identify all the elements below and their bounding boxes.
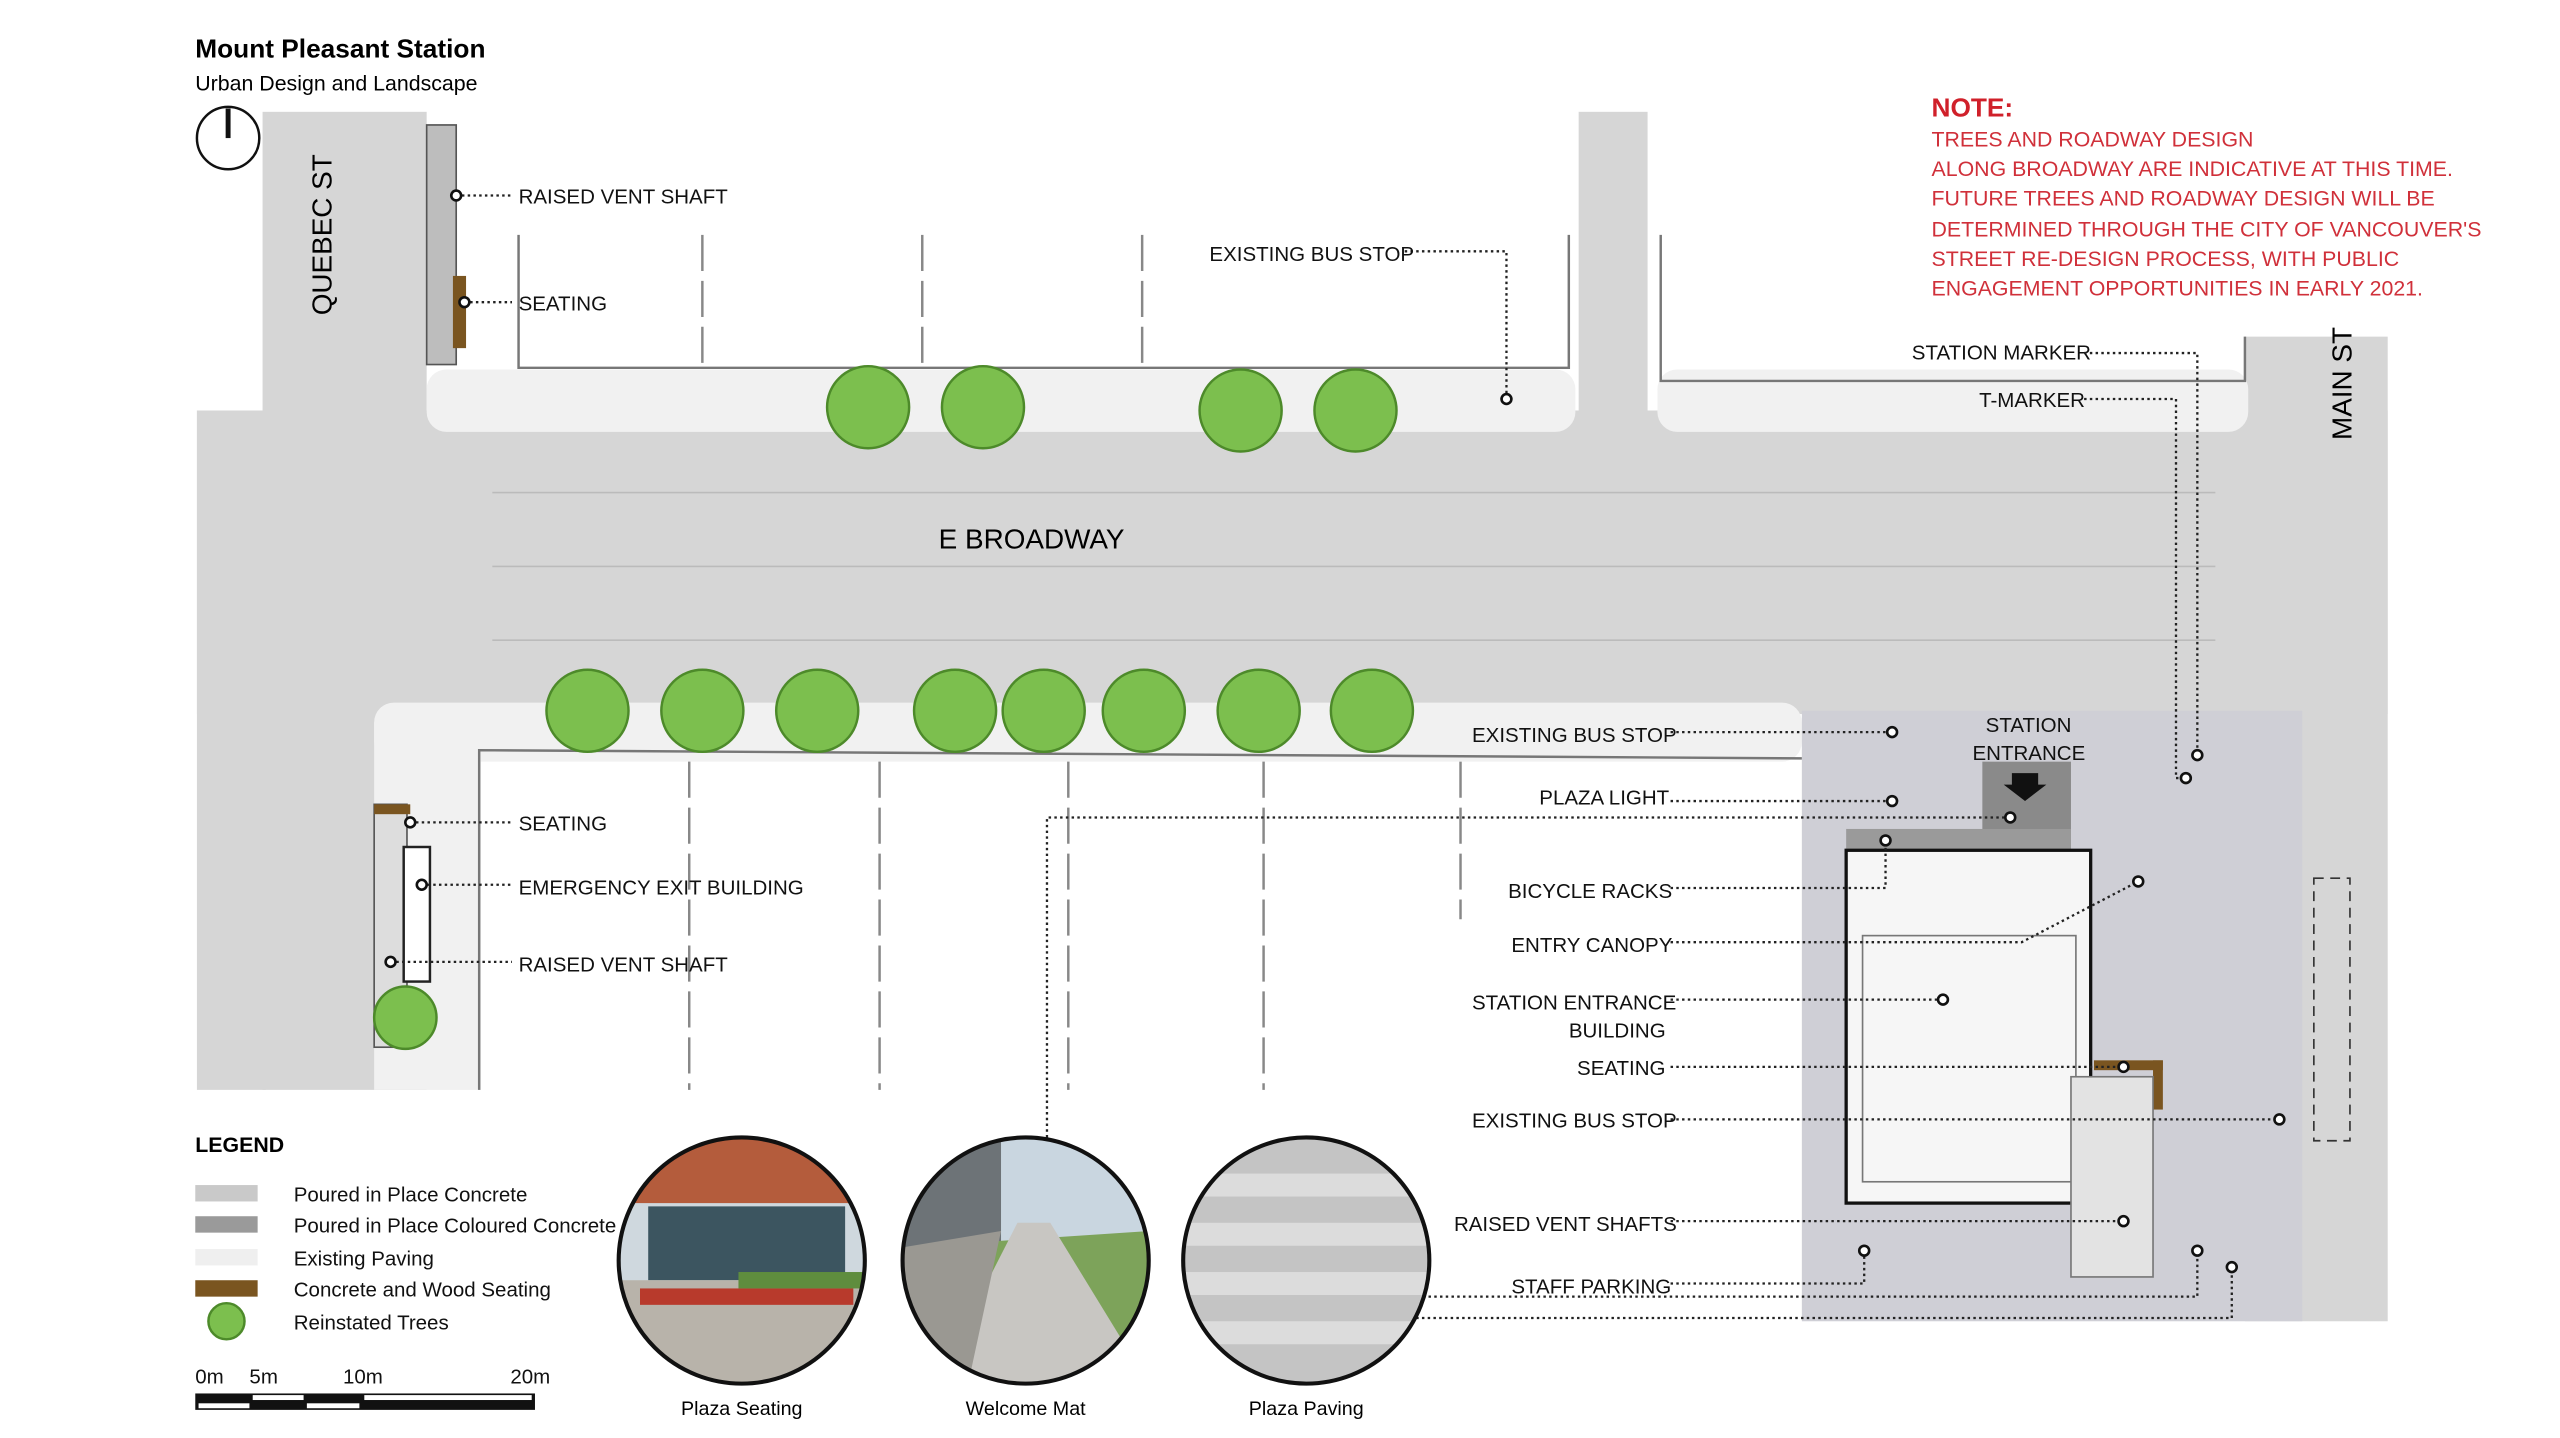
- trees: [372, 364, 1415, 1051]
- note-line: TREES AND ROADWAY DESIGN: [1931, 127, 2253, 151]
- label-raised-vent-shaft: RAISED VENT SHAFT: [519, 186, 729, 209]
- legend: LEGEND Poured in Place Concrete Poured i…: [195, 1133, 617, 1341]
- label-raised-vent-shaft: RAISED VENT SHAFT: [519, 954, 729, 977]
- legend-swatch: [195, 1249, 258, 1266]
- tree-icon: [372, 985, 438, 1051]
- label-emergency-exit-building: EMERGENCY EXIT BUILDING: [519, 877, 804, 900]
- tree-icon: [1329, 668, 1415, 754]
- photo-caption: Plaza Seating: [681, 1398, 803, 1420]
- tree-icon: [912, 668, 998, 754]
- scale-tick: 0m: [195, 1366, 223, 1389]
- street-broadway: E BROADWAY: [939, 523, 1125, 554]
- scale-tick: 20m: [510, 1366, 550, 1389]
- scale-bar: 0m 5m 10m 20m: [195, 1366, 550, 1410]
- label-entry-canopy: ENTRY CANOPY: [1511, 934, 1672, 957]
- photo-caption: Plaza Paving: [1249, 1398, 1364, 1420]
- photo-plaza-seating: Plaza Seating: [616, 1135, 867, 1420]
- north-arrow-icon: [195, 105, 261, 171]
- legend-label: Concrete and Wood Seating: [294, 1279, 551, 1302]
- legend-swatch: [195, 1280, 258, 1297]
- label-raised-vent-shafts: RAISED VENT SHAFTS: [1454, 1213, 1677, 1236]
- scale-tick: 5m: [249, 1366, 277, 1389]
- note-line: DETERMINED THROUGH THE CITY OF VANCOUVER…: [1931, 218, 2481, 242]
- legend-swatch: [195, 1185, 258, 1202]
- street-quebec: QUEBEC ST: [306, 154, 337, 315]
- entrance-arrow-icon: [2003, 773, 2047, 802]
- note-block: NOTE: TREES AND ROADWAY DESIGN ALONG BRO…: [1931, 93, 2481, 301]
- label-staff-parking: STAFF PARKING: [1511, 1275, 1671, 1298]
- tree-icon: [825, 364, 911, 450]
- legend-label: Existing Paving: [294, 1247, 434, 1270]
- label-seating: SEATING: [519, 292, 607, 315]
- tree-icon: [1101, 668, 1187, 754]
- label-station-marker: STATION MARKER: [1912, 342, 2091, 365]
- legend-label: Poured in Place Concrete: [294, 1183, 528, 1206]
- tree-icon: [1216, 668, 1301, 754]
- tree-icon: [207, 1301, 246, 1341]
- label-plaza-light: PLAZA LIGHT: [1539, 786, 1669, 809]
- street-main: MAIN ST: [2327, 327, 2358, 440]
- road-network: [196, 111, 2388, 1322]
- photo-caption: Welcome Mat: [966, 1398, 1087, 1420]
- tree-icon: [660, 668, 745, 754]
- tree-icon: [1313, 368, 1398, 453]
- photo-plaza-paving: Plaza Paving: [1181, 1135, 1432, 1420]
- legend-title: LEGEND: [195, 1133, 284, 1157]
- label-station-entrance: ENTRANCE: [1973, 742, 2086, 765]
- tree-icon: [940, 364, 1026, 450]
- note-line: STREET RE-DESIGN PROCESS, WITH PUBLIC: [1931, 247, 2399, 271]
- legend-swatch: [195, 1216, 258, 1233]
- photo-welcome-mat: Welcome Mat: [900, 1135, 1151, 1420]
- tree-icon: [545, 668, 630, 754]
- page-title: Mount Pleasant Station: [195, 34, 485, 64]
- label-t-marker: T-MARKER: [1979, 389, 2085, 412]
- scale-tick: 10m: [343, 1366, 383, 1389]
- label-existing-bus-stop: EXISTING BUS STOP: [1472, 1110, 1677, 1133]
- label-bicycle-racks: BICYCLE RACKS: [1508, 880, 1672, 903]
- label-station-entrance: STATION: [1986, 714, 2072, 737]
- label-station-entrance-building: STATION ENTRANCE: [1472, 991, 1676, 1014]
- note-heading: NOTE:: [1931, 93, 2013, 123]
- tree-icon: [1001, 668, 1086, 754]
- legend-label: Reinstated Trees: [294, 1311, 449, 1334]
- callouts: RAISED VENT SHAFT SEATING EXISTING BUS S…: [384, 186, 2286, 1325]
- note-line: ALONG BROADWAY ARE INDICATIVE AT THIS TI…: [1931, 157, 2452, 181]
- label-seating: SEATING: [519, 813, 607, 836]
- tree-icon: [1198, 368, 1283, 453]
- page-subtitle: Urban Design and Landscape: [195, 71, 477, 95]
- note-line: ENGAGEMENT OPPORTUNITIES IN EARLY 2021.: [1931, 277, 2422, 301]
- label-existing-bus-stop: EXISTING BUS STOP: [1209, 243, 1414, 266]
- legend-label: Poured in Place Coloured Concrete: [294, 1215, 617, 1238]
- label-station-entrance-building: BUILDING: [1569, 1019, 1666, 1042]
- label-existing-bus-stop: EXISTING BUS STOP: [1472, 724, 1677, 747]
- tree-icon: [774, 668, 860, 754]
- note-line: FUTURE TREES AND ROADWAY DESIGN WILL BE: [1931, 186, 2434, 210]
- label-seating: SEATING: [1577, 1057, 1665, 1080]
